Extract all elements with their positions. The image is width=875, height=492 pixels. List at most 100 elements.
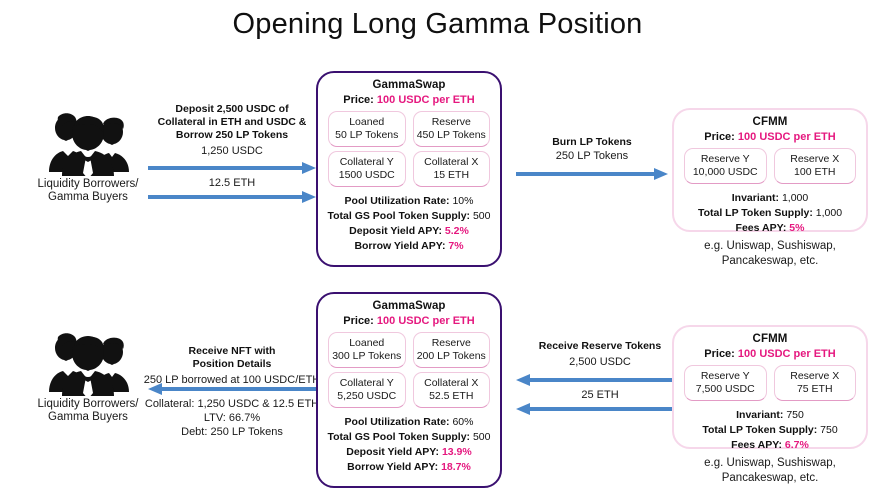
cfmm-top-price-value: 100 USDC per ETH <box>737 131 836 143</box>
cfmm-bottom-price-value: 100 USDC per ETH <box>737 348 836 360</box>
stat-utilization-value: 60% <box>452 416 474 428</box>
stat-deposit-apy-label: Deposit Yield APY: <box>346 446 440 458</box>
deposit-arrow-usdc <box>148 162 316 174</box>
nft-flow-above-arrow: 250 LP borrowed at 100 USDC/ETH <box>143 374 321 386</box>
slot-reserve: Reserve 200 LP Tokens <box>412 332 490 368</box>
gammaswap-top-slot-row-2: Collateral Y 1500 USDC Collateral X 15 E… <box>328 151 490 187</box>
stat-supply-value: 500 <box>472 431 491 443</box>
slot-reserve-key: Reserve <box>431 116 471 128</box>
cfmm-card-top: CFMM Price: 100 USDC per ETH Reserve Y 1… <box>672 108 868 234</box>
reserve-arrow1-label: 2,500 USDC <box>569 356 631 368</box>
actor-top-label-line2: Gamma Buyers <box>48 191 128 203</box>
deposit-flow-header-1: Deposit 2,500 USDC of <box>175 103 289 115</box>
cfmm-bottom-slots: Reserve Y 7,500 USDC Reserve X 75 ETH <box>674 365 866 401</box>
cfmm-bottom-price: Price: 100 USDC per ETH <box>674 348 866 360</box>
actor-bottom: Liquidity Borrowers/ Gamma Buyers <box>8 330 168 424</box>
deposit-flow-header-3: Borrow 250 LP Tokens <box>175 129 289 141</box>
stat-fees-apy: Fees APY: 6.7% <box>680 438 860 453</box>
slot-cfmm-reserve-x-value: 75 ETH <box>796 383 833 395</box>
reserve-arrow2-annotation: 25 ETH <box>516 388 684 402</box>
slot-collateral-x-value: 52.5 ETH <box>429 390 474 402</box>
slot-cfmm-reserve-x-key: Reserve X <box>790 153 840 165</box>
nft-flow-header-1: Receive NFT with <box>188 345 276 357</box>
stat-supply-label: Total GS Pool Token Supply: <box>327 431 471 443</box>
deposit-flow-header-2: Collateral in ETH and USDC & <box>157 116 307 128</box>
stat-invariant-value: 1,000 <box>781 192 809 204</box>
slot-cfmm-reserve-x: Reserve X 100 ETH <box>773 148 856 184</box>
gammaswap-top-slots: Loaned 50 LP Tokens Reserve 450 LP Token… <box>318 111 500 187</box>
gammaswap-top-price-value: 100 USDC per ETH <box>376 94 475 106</box>
burn-flow-arrow-label: 250 LP Tokens <box>555 150 629 162</box>
burn-lp-arrow <box>516 168 668 180</box>
gammaswap-top-stats: Pool Utilization Rate: 10% Total GS Pool… <box>318 194 500 254</box>
slot-loaned-value: 50 LP Tokens <box>335 129 399 141</box>
slot-loaned-value: 300 LP Tokens <box>332 350 402 362</box>
slot-collateral-y-key: Collateral Y <box>339 156 394 168</box>
reserve-flow-annotation: Receive Reserve Tokens 2,500 USDC <box>516 340 684 369</box>
nft-detail-collateral: Collateral: 1,250 USDC & 12.5 ETH <box>144 398 320 410</box>
nft-flow-details: Collateral: 1,250 USDC & 12.5 ETH LTV: 6… <box>142 397 322 439</box>
people-group-icon <box>49 333 129 396</box>
slot-loaned: Loaned 50 LP Tokens <box>328 111 406 147</box>
stat-deposit-apy-value: 5.2% <box>444 225 469 237</box>
slot-cfmm-reserve-y-value: 10,000 USDC <box>692 166 758 178</box>
cfmm-top-price: Price: 100 USDC per ETH <box>674 131 866 143</box>
stat-deposit-apy: Deposit Yield APY: 5.2% <box>324 224 494 239</box>
gammaswap-bottom-slots: Loaned 300 LP Tokens Reserve 200 LP Toke… <box>318 332 500 408</box>
cfmm-bottom-stats: Invariant: 750 Total LP Token Supply: 75… <box>674 408 866 453</box>
slot-loaned-key: Loaned <box>349 337 385 349</box>
gammaswap-card-bottom: GammaSwap Price: 100 USDC per ETH Loaned… <box>316 292 502 488</box>
slot-cfmm-reserve-y: Reserve Y 7,500 USDC <box>684 365 767 401</box>
gammaswap-bottom-title: GammaSwap <box>372 300 446 312</box>
slot-cfmm-reserve-x-value: 100 ETH <box>794 166 836 178</box>
cfmm-top-example-line1: e.g. Uniswap, Sushiswap, <box>704 240 836 252</box>
stat-borrow-apy-value: 7% <box>448 240 464 252</box>
stat-utilization: Pool Utilization Rate: 60% <box>324 415 494 430</box>
stat-supply: Total GS Pool Token Supply: 500 <box>324 209 494 224</box>
stat-borrow-apy-value: 18.7% <box>441 461 471 473</box>
deposit-arrow1-label: 1,250 USDC <box>201 145 263 157</box>
reserve-flow-header: Receive Reserve Tokens <box>538 340 662 352</box>
gammaswap-bottom-price-value: 100 USDC per ETH <box>376 315 475 327</box>
stat-invariant: Invariant: 1,000 <box>680 191 860 206</box>
slot-collateral-y-value: 5,250 USDC <box>337 390 397 402</box>
slot-collateral-y: Collateral Y 1500 USDC <box>328 151 406 187</box>
slot-collateral-y: Collateral Y 5,250 USDC <box>328 372 406 408</box>
burn-flow-header: Burn LP Tokens <box>552 136 632 148</box>
page-title: Opening Long Gamma Position <box>232 8 643 40</box>
stat-supply-label: Total GS Pool Token Supply: <box>327 210 471 222</box>
stat-fees-apy: Fees APY: 5% <box>680 221 860 236</box>
slot-loaned-key: Loaned <box>349 116 385 128</box>
stat-utilization-label: Pool Utilization Rate: <box>344 195 450 207</box>
stat-invariant-label: Invariant: <box>731 192 780 204</box>
stat-lp-supply: Total LP Token Supply: 1,000 <box>680 206 860 221</box>
nft-detail-ltv: LTV: 66.7% <box>203 412 261 424</box>
slot-reserve-key: Reserve <box>431 337 471 349</box>
cfmm-top-stats: Invariant: 1,000 Total LP Token Supply: … <box>674 191 866 236</box>
stat-deposit-apy-label: Deposit Yield APY: <box>349 225 442 237</box>
stat-utilization-value: 10% <box>452 195 474 207</box>
nft-detail-debt: Debt: 250 LP Tokens <box>181 426 283 438</box>
stat-invariant-label: Invariant: <box>736 409 784 421</box>
slot-cfmm-reserve-y-key: Reserve Y <box>700 370 750 382</box>
gammaswap-bottom-slot-row-2: Collateral Y 5,250 USDC Collateral X 52.… <box>328 372 490 408</box>
gammaswap-top-price-label: Price: <box>343 94 374 106</box>
slot-loaned: Loaned 300 LP Tokens <box>328 332 406 368</box>
slot-cfmm-reserve-x: Reserve X 75 ETH <box>773 365 856 401</box>
cfmm-top-example-note: e.g. Uniswap, Sushiswap, Pancakeswap, et… <box>665 239 875 269</box>
nft-flow-annotation: Receive NFT with Position Details 250 LP… <box>142 345 322 387</box>
actor-top: Liquidity Borrowers/ Gamma Buyers <box>8 110 168 204</box>
actor-bottom-label-line2: Gamma Buyers <box>48 411 128 423</box>
cfmm-bottom-example-line2: Pancakeswap, etc. <box>721 472 819 484</box>
slot-collateral-y-key: Collateral Y <box>339 377 394 389</box>
slot-collateral-x-value: 15 ETH <box>433 169 470 181</box>
cfmm-card-bottom: CFMM Price: 100 USDC per ETH Reserve Y 7… <box>672 325 868 451</box>
slot-collateral-x: Collateral X 15 ETH <box>412 151 490 187</box>
slot-reserve-value: 450 LP Tokens <box>416 129 486 141</box>
nft-receive-arrow <box>148 383 316 395</box>
stat-lp-supply-label: Total LP Token Supply: <box>702 424 818 436</box>
stat-borrow-apy: Borrow Yield APY: 18.7% <box>324 460 494 475</box>
gammaswap-bottom-price-label: Price: <box>343 315 374 327</box>
gammaswap-bottom-slot-row-1: Loaned 300 LP Tokens Reserve 200 LP Toke… <box>328 332 490 368</box>
